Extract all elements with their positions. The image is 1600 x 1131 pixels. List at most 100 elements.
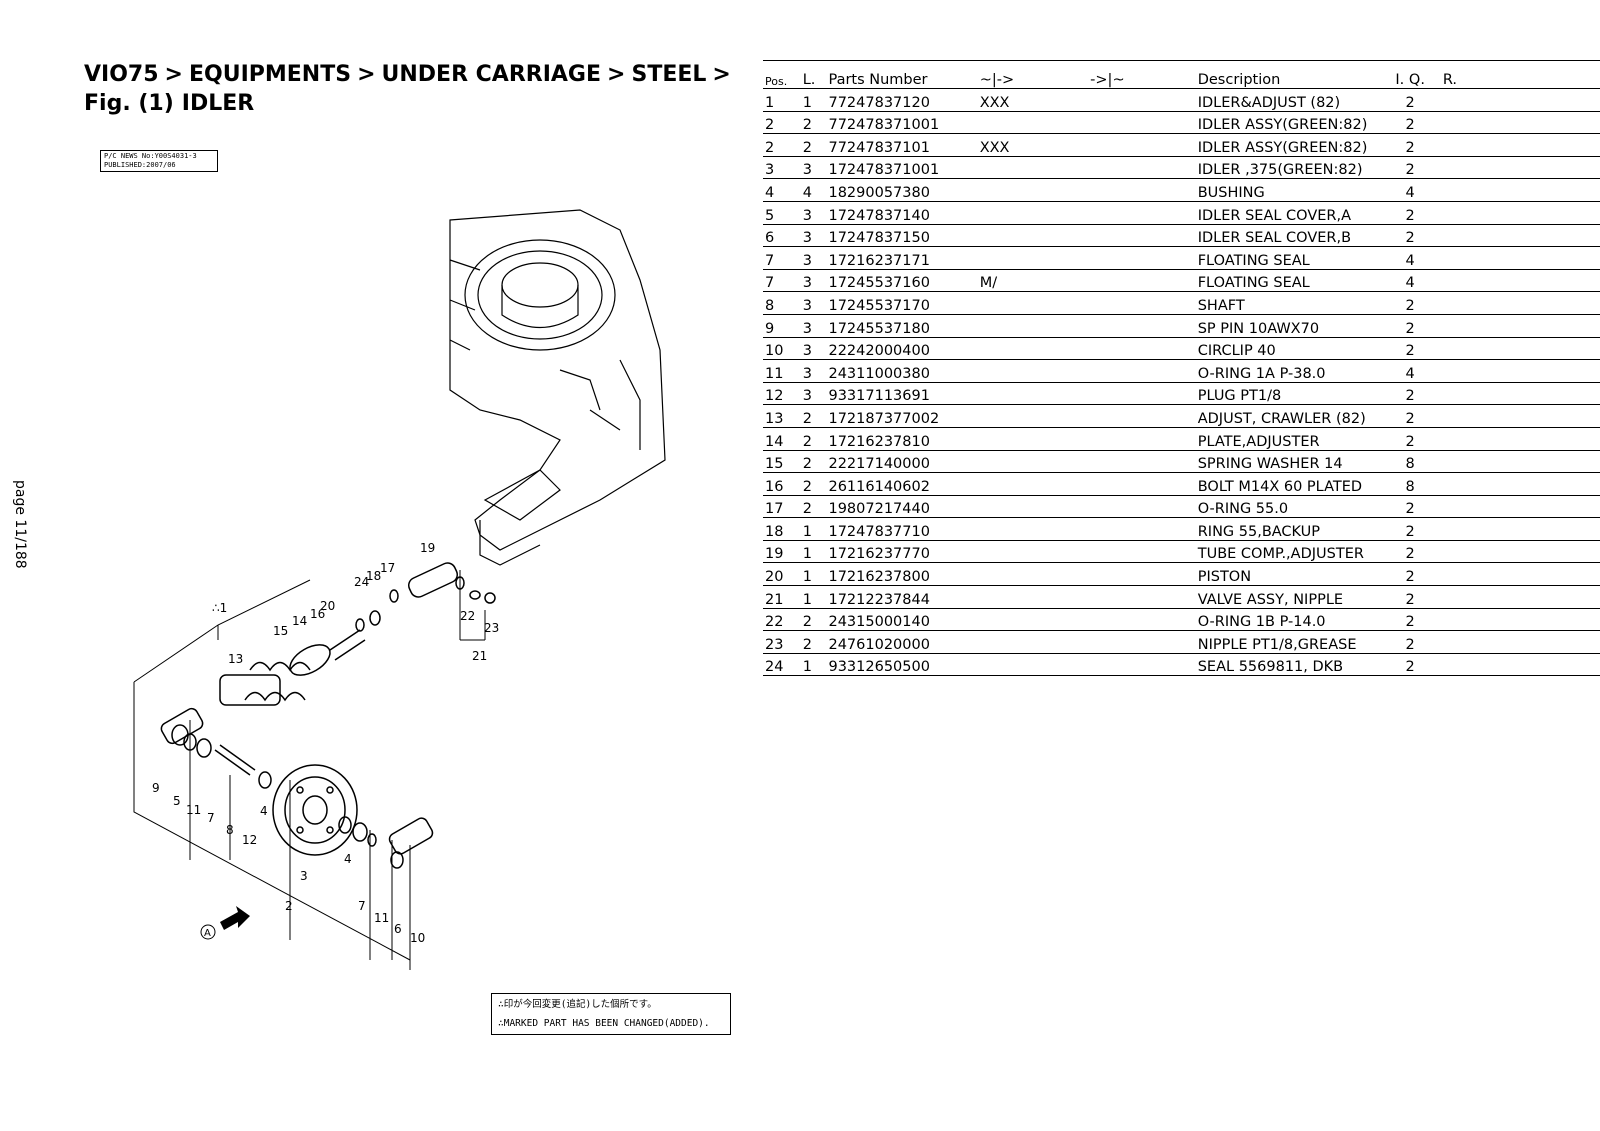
cell-parts-number[interactable]: 22242000400	[826, 337, 978, 361]
cell-level: 3	[800, 201, 827, 225]
cell-parts-number[interactable]: 17247837150	[826, 224, 978, 248]
cell-remarks	[1440, 427, 1600, 451]
cell-parts-number[interactable]: 172187377002	[826, 404, 978, 428]
cell-parts-number[interactable]: 18290057380	[826, 178, 978, 202]
cell-description: BUSHING	[1195, 178, 1378, 202]
cell-parts-number[interactable]: 17247837710	[826, 517, 978, 541]
cell-from	[977, 404, 1089, 428]
parts-table: Pos. L. Parts Number ~|-> ->|~ Descripti…	[763, 60, 1600, 677]
cell-parts-number[interactable]: 24311000380	[826, 359, 978, 383]
frame-drawing	[449, 209, 666, 566]
breadcrumb-item-under-carriage[interactable]: UNDER CARRIAGE	[381, 62, 602, 87]
cell-pos: 5	[763, 201, 801, 225]
cell-pos: 12	[763, 382, 801, 406]
header-to: ->|~	[1088, 60, 1196, 89]
callout-4b: 4	[344, 852, 352, 866]
cell-pos: 7	[763, 269, 801, 293]
cell-pos: 15	[763, 450, 801, 474]
cell-parts-number[interactable]: 93317113691	[826, 382, 978, 406]
cell-level: 3	[800, 382, 827, 406]
cell-remarks	[1440, 269, 1600, 293]
cell-parts-number[interactable]: 17245537180	[826, 314, 978, 338]
cell-from: M/	[977, 269, 1089, 293]
cell-parts-number[interactable]: 17216237171	[826, 246, 978, 270]
callout-20: 20	[320, 599, 335, 613]
cell-parts-number[interactable]: 77247837120	[826, 88, 978, 112]
cell-description: SHAFT	[1195, 291, 1378, 315]
cell-parts-number[interactable]: 17245537170	[826, 291, 978, 315]
cell-parts-number[interactable]: 24761020000	[826, 630, 978, 654]
breadcrumb-item-model[interactable]: VIO75	[84, 62, 159, 87]
cell-pos: 24	[763, 653, 801, 677]
arrow-label: A	[204, 928, 211, 939]
cell-parts-number[interactable]: 22217140000	[826, 450, 978, 474]
cell-description: IDLER ASSY(GREEN:82)	[1195, 133, 1378, 157]
cell-from	[977, 495, 1089, 519]
cell-remarks	[1440, 630, 1600, 654]
cell-parts-number[interactable]: 17212237844	[826, 585, 978, 609]
cell-remarks	[1440, 314, 1600, 338]
cell-parts-number[interactable]: 17247837140	[826, 201, 978, 225]
table-header-row: Pos. L. Parts Number ~|-> ->|~ Descripti…	[763, 60, 1600, 89]
callout-14: 14	[292, 614, 307, 628]
cell-description: RING 55,BACKUP	[1195, 517, 1378, 541]
cell-parts-number[interactable]: 17216237800	[826, 562, 978, 587]
cell-quantity: 2	[1377, 404, 1441, 428]
cell-to	[1088, 111, 1196, 135]
cell-parts-number[interactable]: 17216237770	[826, 540, 978, 564]
cell-from	[977, 517, 1089, 541]
cell-quantity: 2	[1377, 201, 1441, 225]
cell-parts-number[interactable]: 77247837101	[826, 133, 978, 157]
cell-level: 1	[800, 653, 827, 677]
cell-from	[977, 224, 1089, 248]
cell-description: SPRING WASHER 14	[1195, 450, 1378, 474]
cell-from	[977, 382, 1089, 406]
cell-remarks	[1440, 608, 1600, 632]
cell-parts-number[interactable]: 17245537160	[826, 269, 978, 293]
cell-parts-number[interactable]: 772478371001	[826, 111, 978, 135]
cell-parts-number[interactable]: 26116140602	[826, 472, 978, 496]
cell-level: 1	[800, 88, 827, 112]
cell-parts-number[interactable]: 93312650500	[826, 653, 978, 677]
cell-level: 1	[800, 540, 827, 564]
cell-quantity: 8	[1377, 450, 1441, 474]
breadcrumb-item-equipments[interactable]: EQUIPMENTS	[188, 62, 352, 87]
cell-parts-number[interactable]: 172478371001	[826, 156, 978, 180]
cell-parts-number[interactable]: 17216237810	[826, 427, 978, 451]
callout-11a: 11	[186, 803, 201, 817]
breadcrumb-item-steel[interactable]: STEEL	[631, 62, 707, 87]
cell-description: ADJUST, CRAWLER (82)	[1195, 404, 1378, 428]
cell-pos: 7	[763, 246, 801, 270]
cell-parts-number[interactable]: 19807217440	[826, 495, 978, 519]
cell-remarks	[1440, 224, 1600, 248]
cell-from	[977, 156, 1089, 180]
cell-parts-number[interactable]: 24315000140	[826, 608, 978, 632]
cell-remarks	[1440, 111, 1600, 135]
